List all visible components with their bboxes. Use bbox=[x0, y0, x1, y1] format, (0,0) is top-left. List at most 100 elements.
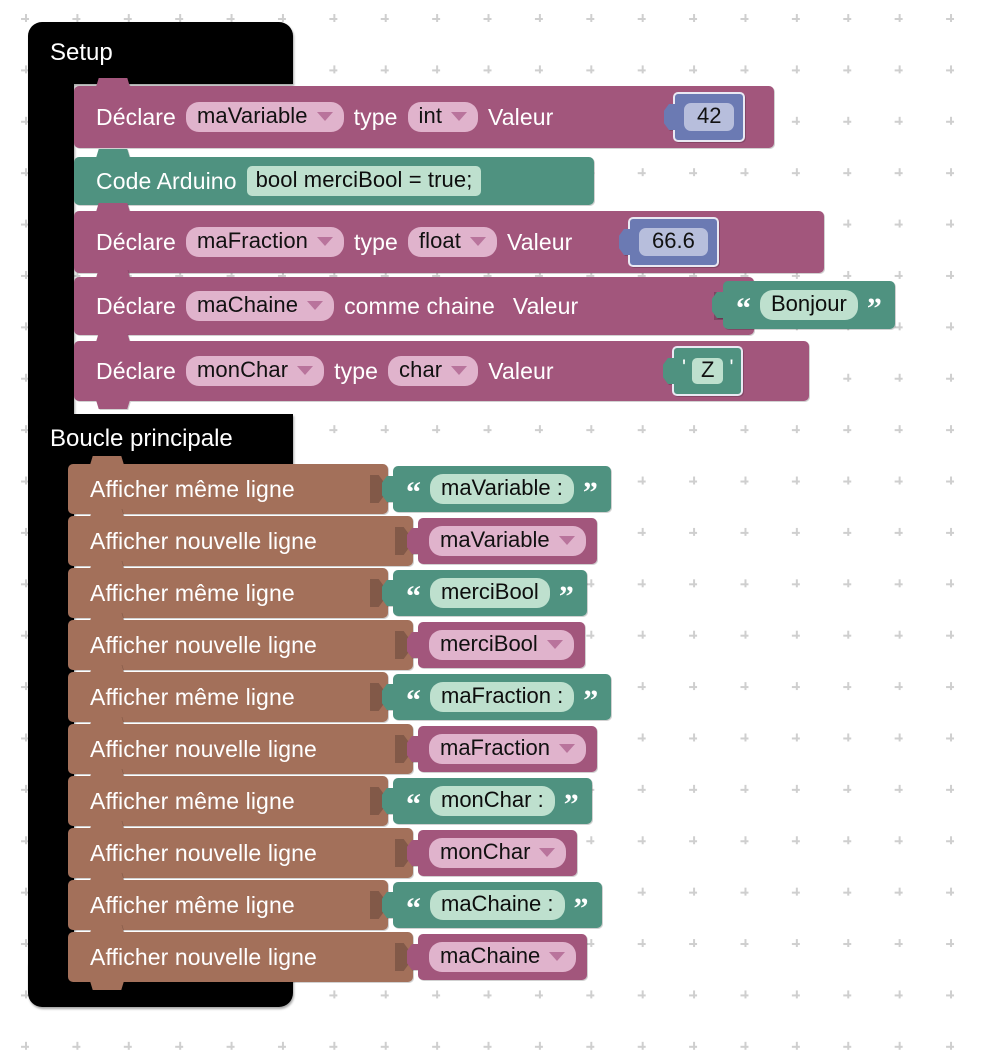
print-block-same-line[interactable]: Afficher même ligne bbox=[68, 872, 388, 930]
print-block-new-line[interactable]: Afficher nouvelle ligne bbox=[68, 612, 413, 670]
block-notch bbox=[96, 149, 130, 158]
loop-spine bbox=[28, 464, 74, 989]
plug-tab bbox=[407, 944, 420, 970]
value-socket bbox=[370, 579, 384, 607]
variable-getter-block[interactable]: maFraction bbox=[407, 726, 598, 772]
block-notch bbox=[96, 269, 130, 278]
number-field[interactable]: 42 bbox=[684, 103, 735, 131]
print-block-new-line[interactable]: Afficher nouvelle ligne bbox=[68, 716, 413, 774]
print-block-new-line[interactable]: Afficher nouvelle ligne bbox=[68, 924, 413, 990]
variable-dropdown[interactable]: monChar bbox=[185, 356, 325, 386]
variable-getter-block[interactable]: monChar bbox=[407, 830, 578, 876]
type-label: type bbox=[353, 103, 398, 130]
block-notch bbox=[90, 872, 124, 881]
value-socket bbox=[395, 735, 409, 763]
block-notch bbox=[90, 768, 124, 777]
text-block-bonjour[interactable]: “ Bonjour ” bbox=[712, 281, 895, 329]
variable-dropdown[interactable]: merciBool bbox=[429, 630, 574, 660]
chevron-down-icon bbox=[297, 366, 314, 375]
variable-name: maChaine bbox=[196, 292, 299, 318]
text-block[interactable]: “maVariable :” bbox=[382, 466, 611, 512]
value-label: Valeur bbox=[506, 228, 573, 255]
text-field[interactable]: maVariable : bbox=[430, 474, 574, 504]
chevron-down-icon bbox=[469, 237, 486, 246]
type-dropdown[interactable]: char bbox=[388, 356, 479, 386]
variable-name: maChaine bbox=[440, 943, 541, 969]
value-label: Valeur bbox=[512, 292, 579, 319]
plug-tab bbox=[382, 892, 395, 918]
quote-open-icon: ' bbox=[682, 356, 687, 379]
number-block-42[interactable]: 42 bbox=[664, 92, 746, 142]
value-label: Valeur bbox=[488, 103, 554, 130]
chevron-down-icon bbox=[316, 112, 333, 121]
text-field[interactable]: merciBool bbox=[430, 578, 550, 608]
variable-dropdown[interactable]: monChar bbox=[429, 838, 567, 868]
chevron-down-icon bbox=[549, 952, 566, 961]
type-label: type bbox=[334, 357, 379, 384]
value-socket bbox=[395, 527, 409, 555]
type-label: type bbox=[354, 228, 398, 255]
print-mode-label: Afficher même ligne bbox=[90, 683, 295, 710]
variable-dropdown[interactable]: maFraction bbox=[185, 227, 345, 257]
text-field[interactable]: monChar : bbox=[430, 786, 555, 816]
print-block-same-line[interactable]: Afficher même ligne bbox=[68, 560, 388, 618]
print-block-same-line[interactable]: Afficher même ligne bbox=[68, 456, 388, 514]
declare-label: Déclare bbox=[96, 103, 176, 130]
print-block-new-line[interactable]: Afficher nouvelle ligne bbox=[68, 820, 413, 878]
block-notch bbox=[90, 924, 124, 933]
plug-tab bbox=[407, 632, 420, 658]
plug-tab bbox=[382, 476, 395, 502]
text-block[interactable]: “maChaine :” bbox=[382, 882, 602, 928]
declare-block-machaine[interactable]: Déclare maChaine comme chaine Valeur bbox=[74, 269, 754, 335]
variable-getter-block[interactable]: maVariable bbox=[407, 518, 597, 564]
arduino-code-block[interactable]: Code Arduino bool merciBool = true; bbox=[74, 149, 594, 205]
chevron-down-icon bbox=[307, 301, 324, 310]
variable-dropdown[interactable]: maVariable bbox=[429, 526, 586, 556]
value-socket bbox=[395, 943, 409, 971]
char-field[interactable]: Z bbox=[692, 358, 724, 384]
number-block-66-6[interactable]: 66.6 bbox=[619, 217, 719, 267]
variable-getter-block[interactable]: maChaine bbox=[407, 934, 588, 980]
plug-tab bbox=[382, 580, 395, 606]
arduino-code-field[interactable]: bool merciBool = true; bbox=[246, 166, 482, 196]
print-block-new-line[interactable]: Afficher nouvelle ligne bbox=[68, 508, 413, 566]
text-field[interactable]: Bonjour bbox=[760, 290, 858, 320]
type-dropdown[interactable]: int bbox=[407, 102, 479, 132]
block-notch bbox=[96, 78, 130, 87]
text-block[interactable]: “merciBool” bbox=[382, 570, 587, 616]
print-block-same-line[interactable]: Afficher même ligne bbox=[68, 768, 388, 826]
text-block[interactable]: “maFraction :” bbox=[382, 674, 612, 720]
type-name: char bbox=[399, 357, 443, 383]
type-dropdown[interactable]: float bbox=[407, 227, 497, 257]
type-name: int bbox=[418, 103, 443, 129]
number-field[interactable]: 66.6 bbox=[639, 228, 708, 256]
variable-getter-block[interactable]: merciBool bbox=[407, 622, 585, 668]
text-block[interactable]: “monChar :” bbox=[382, 778, 592, 824]
text-field[interactable]: maChaine : bbox=[430, 890, 565, 920]
char-block-z[interactable]: ' Z ' bbox=[663, 346, 744, 396]
setup-spine bbox=[28, 84, 74, 416]
print-mode-label: Afficher nouvelle ligne bbox=[90, 527, 317, 554]
chevron-down-icon bbox=[451, 366, 468, 375]
setup-event-block[interactable]: Setup bbox=[28, 22, 293, 84]
variable-dropdown[interactable]: maFraction bbox=[429, 734, 587, 764]
value-socket bbox=[370, 787, 384, 815]
declare-block-mavariable[interactable]: Déclare maVariable type int Valeur bbox=[74, 78, 774, 148]
declare-block-monchar[interactable]: Déclare monChar type char Valeur bbox=[74, 333, 809, 409]
chevron-down-icon bbox=[558, 536, 575, 545]
print-block-same-line[interactable]: Afficher même ligne bbox=[68, 664, 388, 722]
variable-dropdown[interactable]: maChaine bbox=[185, 291, 335, 321]
loop-event-block[interactable]: Boucle principale bbox=[28, 414, 293, 464]
variable-dropdown[interactable]: maChaine bbox=[429, 942, 577, 972]
print-mode-label: Afficher même ligne bbox=[90, 579, 295, 606]
variable-dropdown[interactable]: maVariable bbox=[185, 102, 344, 132]
print-mode-label: Afficher même ligne bbox=[90, 891, 295, 918]
variable-name: monChar bbox=[440, 839, 531, 865]
chevron-down-icon bbox=[546, 640, 563, 649]
chevron-down-icon bbox=[451, 112, 468, 121]
variable-name: maFraction bbox=[196, 228, 309, 254]
arduino-label: Code Arduino bbox=[96, 167, 237, 194]
text-field[interactable]: maFraction : bbox=[430, 682, 575, 712]
type-label: comme chaine bbox=[344, 292, 495, 319]
